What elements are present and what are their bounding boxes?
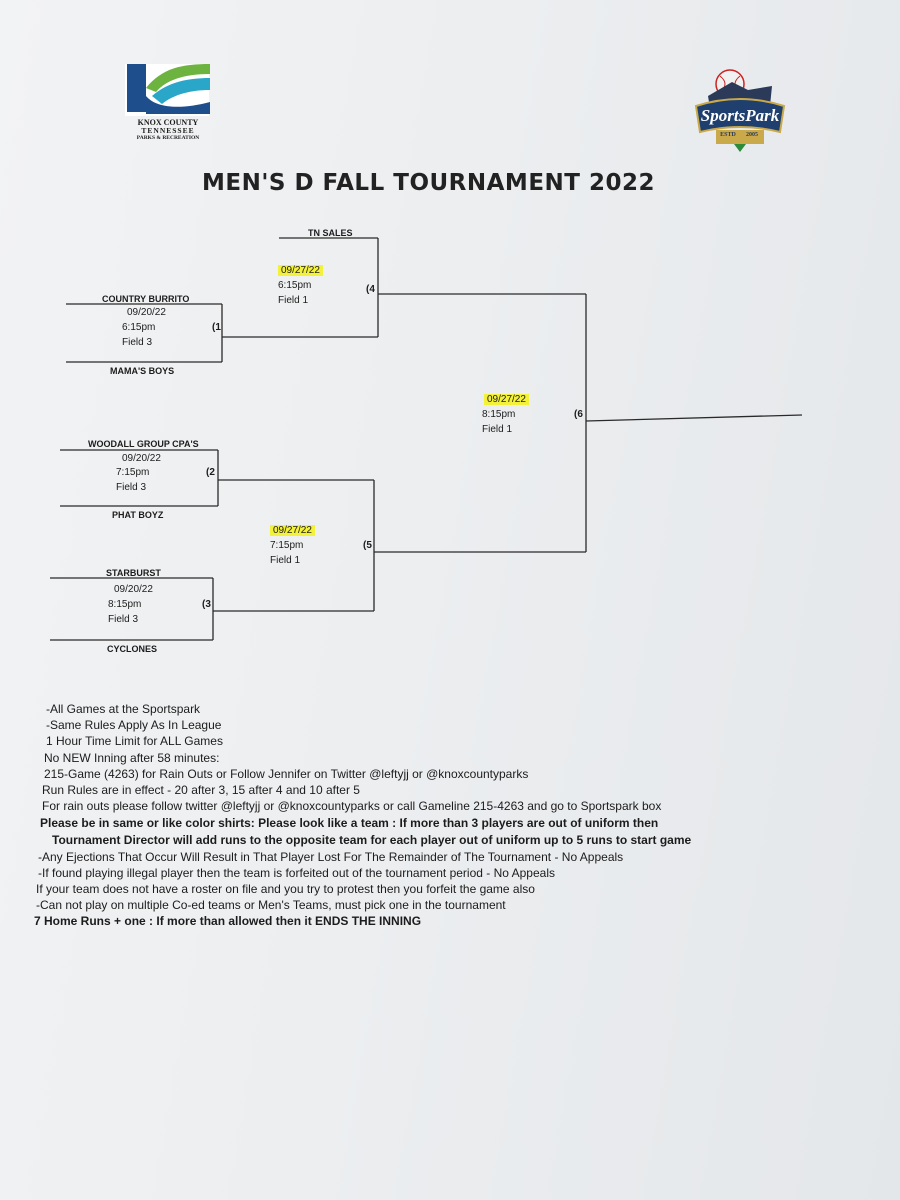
sportspark-name: SportsPark [700,106,780,125]
game2-date: 09/20/22 [122,453,161,464]
game4-time: 6:15pm [278,280,312,291]
rule-item: -Same Rules Apply As In League [46,718,222,732]
team-phat-boyz: PHAT BOYZ [112,510,164,520]
team-tn-sales: TN SALES [308,228,353,238]
rule-item: Run Rules are in effect - 20 after 3, 15… [42,783,360,797]
game4-date: 09/27/22 [278,264,323,278]
rule-item: No NEW Inning after 58 minutes: [44,751,220,765]
game5-number: (5 [363,540,372,551]
sportspark-est: ESTD [720,132,736,138]
game1-field: Field 3 [122,337,153,348]
game5-date: 09/27/22 [270,524,315,538]
rule-item: 1 Hour Time Limit for ALL Games [46,734,223,748]
rule-item: -Any Ejections That Occur Will Result in… [38,850,624,864]
game3-field: Field 3 [108,614,139,625]
page-title: MEN'S D FALL TOURNAMENT 2022 [202,170,655,196]
knox-county-line3: PARKS & RECREATION [136,135,200,141]
game5-time: 7:15pm [270,540,304,551]
game6-number: (6 [574,409,583,420]
team-mamas-boys: MAMA'S BOYS [110,366,175,376]
sportspark-badge-icon [694,69,786,152]
rule-item: For rain outs please follow twitter @lef… [42,799,662,813]
game5-date-highlight: 09/27/22 [270,525,315,536]
game6-field: Field 1 [482,424,513,435]
rule-item: If your team does not have a roster on f… [36,882,535,896]
game5-field: Field 1 [270,555,301,566]
rule-item: -Can not play on multiple Co-ed teams or… [36,898,506,912]
game4-number: (4 [366,284,375,295]
team-woodall-group: WOODALL GROUP CPA'S [88,439,199,449]
game6-time: 8:15pm [482,409,516,420]
game2-time: 7:15pm [116,467,150,478]
rule-item: Tournament Director will add runs to the… [52,833,692,847]
team-cyclones: CYCLONES [107,644,158,654]
game2-number: (2 [206,467,215,478]
team-country-burrito: COUNTRY BURRITO [102,294,190,304]
game3-date: 09/20/22 [114,584,153,595]
knox-county-logo-icon [125,64,210,116]
game6-date: 09/27/22 [484,393,529,407]
rule-item: 215-Game (4263) for Rain Outs or Follow … [44,767,529,781]
rule-item: Please be in same or like color shirts: … [40,816,659,830]
rule-item: -All Games at the Sportspark [46,702,201,716]
sportspark-logo: SportsPark ESTD 2005 [690,66,790,158]
game3-number: (3 [202,599,211,610]
knox-county-logo: KNOX COUNTY TENNESSEE PARKS & RECREATION [122,62,214,142]
game1-date: 09/20/22 [127,307,166,318]
game3-time: 8:15pm [108,599,142,610]
game1-time: 6:15pm [122,322,156,333]
rule-item: -If found playing illegal player then th… [38,866,555,880]
knox-county-line2: TENNESSEE [141,126,195,135]
game4-date-highlight: 09/27/22 [278,265,323,276]
game6-date-highlight: 09/27/22 [484,394,529,405]
game2-field: Field 3 [116,482,147,493]
rule-item: 7 Home Runs + one : If more than allowed… [34,914,422,928]
game4-field: Field 1 [278,295,309,306]
team-starburst: STARBURST [106,568,161,578]
sportspark-year: 2005 [746,132,758,138]
knox-county-line1: KNOX COUNTY [137,118,199,127]
game1-number: (1 [212,322,221,333]
